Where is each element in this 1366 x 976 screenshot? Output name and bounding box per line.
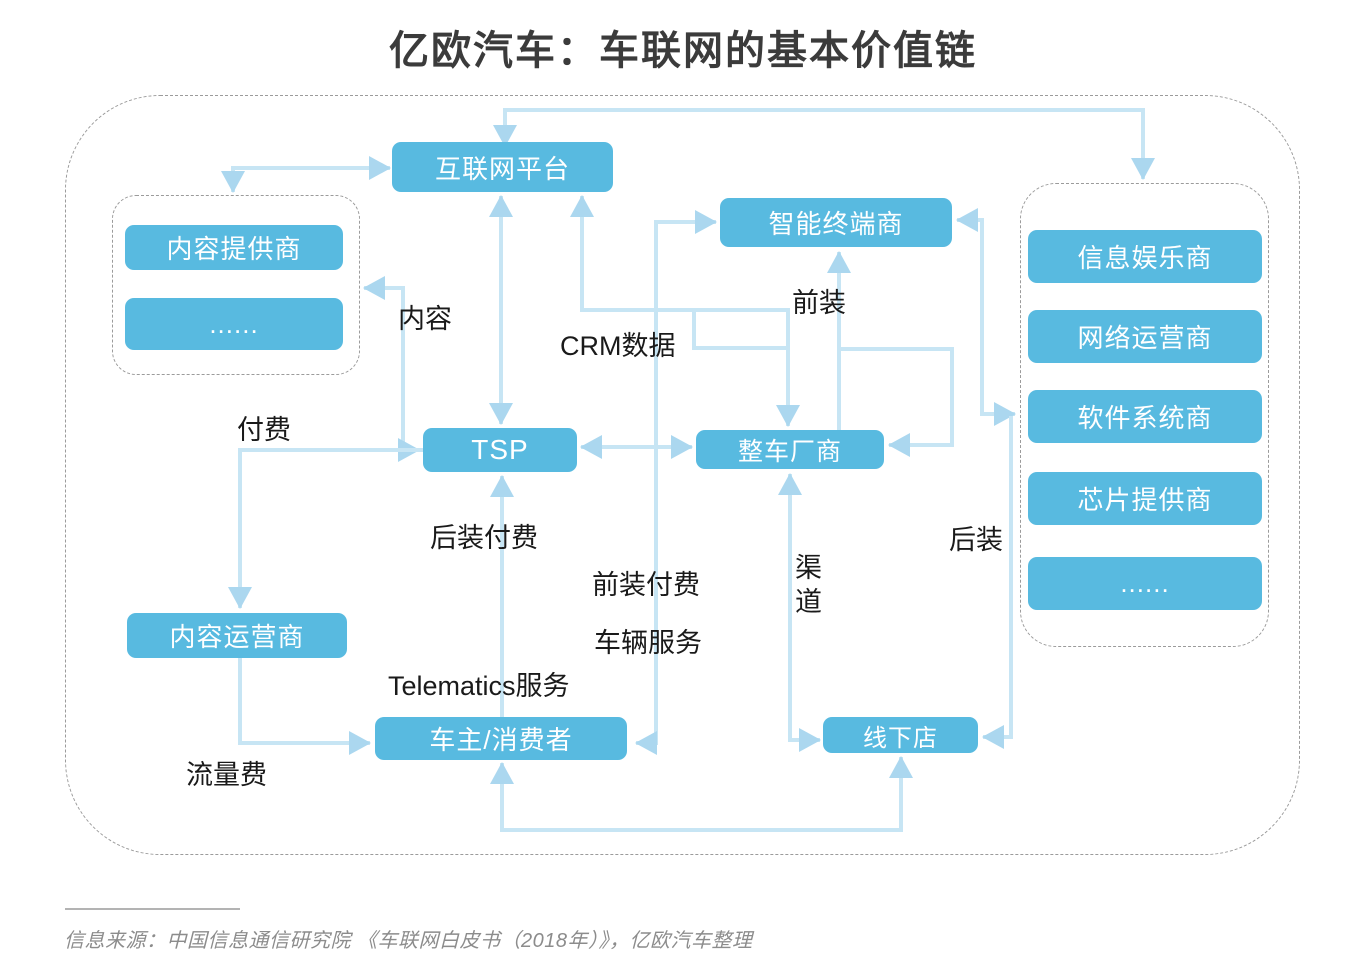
node-software-system-provider: 软件系统商 <box>1028 390 1262 443</box>
node-content-operator: 内容运营商 <box>127 613 347 658</box>
edge-label-content: 内容 <box>398 304 452 334</box>
source-note: 信息来源：中国信息通信研究院 《车联网白皮书（2018年）》，亿欧汽车整理 <box>64 930 753 952</box>
node-internet-platform: 互联网平台 <box>392 142 613 192</box>
node-tsp: TSP <box>423 428 577 472</box>
edge-platform-content-group <box>221 156 391 193</box>
edge-label-vehicle-service: 车辆服务 <box>594 628 702 658</box>
node-consumer: 车主/消费者 <box>375 717 627 760</box>
edge-label-crm-data: CRM数据 <box>560 331 676 361</box>
source-divider <box>65 908 240 910</box>
edge-label-channel: 渠道 <box>795 553 822 617</box>
edge-label-pay: 付费 <box>237 415 291 445</box>
edge-consumer-offline-store-bottom-loop <box>490 756 913 832</box>
edge-platform-suppliers-top-route <box>493 108 1155 180</box>
edge-label-data-fee: 流量费 <box>186 760 267 790</box>
node-content-provider-etc: ...... <box>125 298 343 350</box>
node-supplier-etc: ...... <box>1028 557 1262 610</box>
edge-oem-offline-store-channel <box>778 473 821 752</box>
edge-label-telematics-service: Telematics服务 <box>388 671 570 701</box>
node-chip-provider: 芯片提供商 <box>1028 472 1262 525</box>
edge-label-aftermarket: 后装 <box>949 525 1003 555</box>
edge-consumer-smart-terminal <box>635 210 717 755</box>
edge-tsp-content-operator-pay <box>228 448 423 609</box>
supplier-group <box>1020 183 1269 647</box>
edge-label-front-install: 前装 <box>792 288 846 318</box>
page-title: 亿欧汽车：车联网的基本价值链 <box>389 29 977 73</box>
edge-label-front-install-pay: 前装付费 <box>592 570 700 600</box>
node-content-provider: 内容提供商 <box>125 225 343 270</box>
edge-smart-terminal-suppliers <box>956 208 1016 426</box>
value-chain-outer-frame <box>65 95 1300 855</box>
node-offline-store: 线下店 <box>823 717 978 753</box>
edge-smart-terminal-oem-return <box>839 347 954 457</box>
node-infotainment-provider: 信息娱乐商 <box>1028 230 1262 283</box>
content-provider-group <box>112 195 360 375</box>
node-network-operator: 网络运营商 <box>1028 310 1262 363</box>
node-smart-terminal-provider: 智能终端商 <box>720 198 952 247</box>
node-oem: 整车厂商 <box>696 430 884 469</box>
edge-label-aftermarket-pay: 后装付费 <box>430 523 538 553</box>
edge-content-operator-consumer <box>238 658 371 755</box>
edge-crm-branch <box>692 310 786 350</box>
edge-suppliers-offline-store-aftermarket <box>982 416 1013 749</box>
